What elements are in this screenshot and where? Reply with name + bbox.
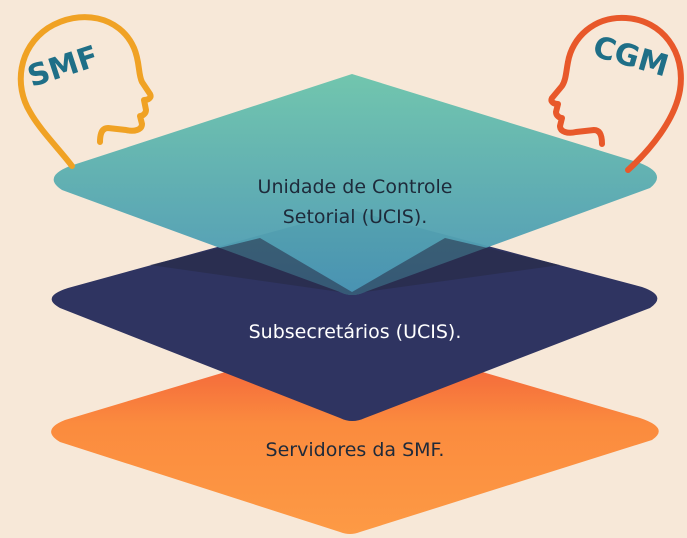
head-left-smf: SMF bbox=[17, 14, 154, 169]
layer-middle-label: Subsecretários (UCIS). bbox=[249, 321, 462, 343]
layer-top-label-line2: Setorial (UCIS). bbox=[283, 206, 428, 228]
layer-top-shape bbox=[53, 74, 658, 295]
overlap-shadow bbox=[150, 238, 560, 295]
head-right-label: CGM bbox=[589, 30, 672, 85]
layer-bottom-label: Servidores da SMF. bbox=[266, 439, 445, 461]
layer-bottom-shape bbox=[51, 334, 659, 534]
layer-top-label-line1: Unidade de Controle bbox=[258, 176, 453, 198]
head-left-outline bbox=[17, 14, 154, 169]
head-left-label: SMF bbox=[23, 39, 102, 95]
head-right-outline bbox=[548, 14, 684, 173]
